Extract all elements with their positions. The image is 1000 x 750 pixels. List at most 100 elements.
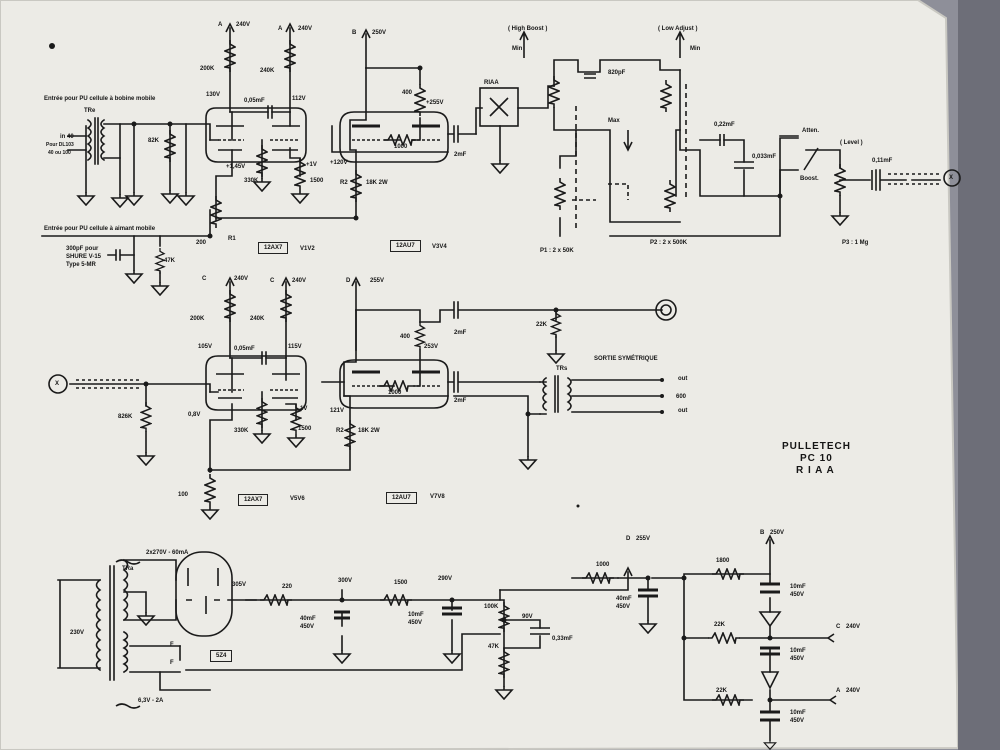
c-2mf-2b: 2mF [454,398,467,404]
v-121-label: 121V [330,408,345,414]
c-820-label: 820pF [608,70,626,76]
rect-label: 5Z4 [210,650,233,662]
c-0033-label: 0,033mF [752,154,777,160]
r-200k-2: 200K [190,316,205,322]
sec-hv-label: 2x270V - 60mA [146,550,189,556]
trs-label: TRs [556,366,568,372]
r-18k-2: 18K 2W [358,428,380,434]
r-1000-1: 1000 [394,144,408,150]
v-a-ps: 240V [846,688,861,694]
c-10mf-b: 10mF [790,584,806,590]
r-47k-label: 47K [164,258,176,264]
out-2-label: out [678,408,688,414]
c-40mf-2: 40mF [616,596,632,602]
c-033-label: 0,33mF [552,636,573,642]
atten-label: Atten. [802,128,819,134]
v-115-label: 115V [288,344,302,350]
r-400-1: 400 [402,90,413,96]
r-240k-2: 240K [250,316,265,322]
r-330k-1: 330K [244,178,259,184]
p3-label: P3 : 1 Mg [842,240,869,246]
v-105-label: 105V [198,344,213,350]
vacuum-tubes [175,87,519,637]
v-c2-label: 240V [292,278,307,284]
v-b-label: 250V [372,30,387,36]
v-450-2: 450V [408,620,423,626]
supply-rails [225,22,837,705]
tube-4-v: V7V8 [430,494,445,500]
mm-input-label: Entrée pour PU cellule à aimant mobile [44,226,156,232]
title-line-3: R I A A [796,465,835,476]
v-305-label: 305V [232,582,247,588]
node-b-ps: B [760,530,765,536]
sortie-label: SORTIE SYMÉTRIQUE [594,356,658,362]
r-100-label: 100 [178,492,189,498]
tube-2-v: V3V4 [432,244,447,250]
v-450-b: 450V [790,592,805,598]
pour-label-2: 40 ou 100 [48,150,71,156]
high-boost-label: ( High Boost ) [508,26,548,32]
in-label: in 40 [60,134,74,140]
c-005-1: 0,05mF [244,98,265,104]
out-600-label: 600 [676,394,687,400]
r-200-label: 200 [196,240,207,246]
max-label: Max [608,118,620,124]
pour-label-1: Pour DL103 [46,142,74,148]
tube-3-label: 12AX7 [238,494,269,506]
riaa-label: RIAA [484,80,499,86]
node-d-label: D [346,278,351,284]
cap-shure-3: Type 5-MR [66,262,96,268]
cap-shure-1: 300pF pour [66,246,99,252]
v-c1-label: 240V [234,276,249,282]
v-300-label: 300V [338,578,353,584]
out-1-label: out [678,376,688,382]
r-220-label: 220 [282,584,293,590]
capacitors [334,73,873,722]
r-18k-1: 18K 2W [366,180,388,186]
r-22k-out: 22K [536,322,548,328]
r-1500-ps: 1500 [394,580,408,586]
title-line-1: PULLETECH [782,441,851,452]
r-1500-2: 1500 [298,426,312,432]
c-10mf-1: 10mF [408,612,424,618]
cap-shure-2: SHURE V-15 [66,254,102,260]
tube-1-label: 12AX7 [258,242,289,254]
node-b-label: B [352,30,357,36]
tra-label: TRa [122,566,134,572]
v-d-label: 255V [370,278,385,284]
v-a2-label: 240V [298,26,313,32]
r2-label-1: R2 [340,180,348,186]
p2-label: P2 : 2 x 500K [650,240,688,246]
v-c-ps: 240V [846,624,861,630]
connectors [48,169,961,709]
p1-label: P1 : 2 x 50K [540,248,574,254]
conn-x-2: X [55,381,60,387]
v-253-label: 253V [424,344,439,350]
v-450-1: 450V [300,624,315,630]
f2-label: F [170,660,174,666]
c-2mf-1: 2mF [454,152,467,158]
r-330k-2: 330K [234,428,249,434]
v-90-label: 90V [522,614,533,620]
v-290-label: 290V [438,576,453,582]
node-c1-label: C [202,276,207,282]
v-1-label: +1V [306,162,317,168]
r-1800-label: 1800 [716,558,730,564]
mc-input-label: Entrée pour PU cellule à bobine mobile [44,96,156,102]
c-022-label: 0,22mF [714,122,735,128]
tube-1-v: V1V2 [300,246,315,252]
f1-label: F [170,642,174,648]
v-08-label: 0,8V [188,412,201,418]
r-240k-1: 240K [260,68,275,74]
node-c-ps: C [836,624,841,630]
node-c2-label: C [270,278,275,284]
node-d-ps: D [626,536,631,542]
node-a1-label: A [218,22,223,28]
r-22k-c: 22K [714,622,726,628]
c-005-2: 0,05mF [234,346,255,352]
v-145-label: +1,45V [226,164,246,170]
node-a-ps: A [836,688,841,694]
c-011-label: 0,11mF [872,158,893,164]
level-label: ( Level ) [840,140,863,146]
